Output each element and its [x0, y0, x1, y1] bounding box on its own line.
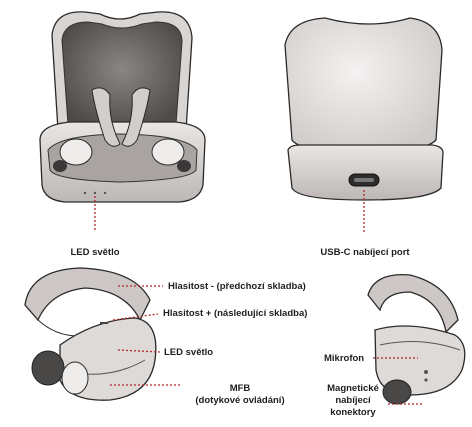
- magnetic-label-line3: konektory: [320, 407, 386, 418]
- open-case: [40, 12, 205, 232]
- closed-case: [285, 18, 443, 232]
- mfb-label: MFB: [185, 383, 295, 394]
- earbud-side-view: [25, 268, 180, 400]
- volume-up-label: Hlasitost + (následující skladba): [163, 308, 307, 319]
- magnetic-label-line1: Magnetické: [320, 383, 386, 394]
- microphone-label: Mikrofon: [324, 353, 364, 364]
- led-light-case-label: LED světlo: [40, 247, 150, 258]
- mfb-touch-label: (dotykové ovládání): [185, 395, 295, 406]
- usbc-port-label: USB-C nabíjecí port: [300, 247, 430, 258]
- magnetic-label-line2: nabíjecí: [320, 395, 386, 406]
- led-light-bud-label: LED světlo: [164, 347, 213, 358]
- volume-down-label: Hlasitost - (předchozí skladba): [168, 281, 306, 292]
